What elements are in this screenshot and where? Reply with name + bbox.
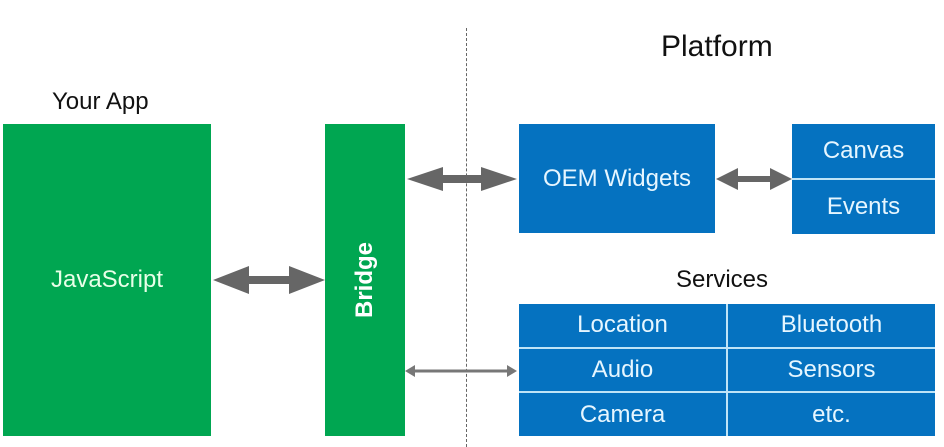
oem-widgets-label: OEM Widgets <box>542 164 692 192</box>
service-cell: Audio <box>519 348 726 392</box>
services-grid: Location Bluetooth Audio Sensors Camera … <box>519 304 935 436</box>
canvas-events-block: Canvas Events <box>792 124 935 234</box>
service-cell: Camera <box>519 393 726 436</box>
service-cell: Location <box>519 304 726 347</box>
js-bridge-arrow-icon <box>213 266 325 294</box>
canvas-label: Canvas <box>822 137 905 164</box>
boundary-divider <box>466 28 467 447</box>
javascript-block: JavaScript <box>3 124 211 436</box>
oem-widgets-block: OEM Widgets <box>519 124 715 233</box>
oem-canvas-arrow-icon <box>716 168 792 190</box>
bridge-oem-arrow-icon <box>407 167 517 191</box>
service-cell: etc. <box>728 393 935 436</box>
events-cell: Events <box>792 180 935 234</box>
service-cell: Bluetooth <box>728 304 935 347</box>
canvas-cell: Canvas <box>792 124 935 178</box>
services-label: Services <box>676 266 769 293</box>
bridge-block: Bridge <box>325 124 405 436</box>
service-cell: Sensors <box>728 348 935 392</box>
bridge-services-arrow-icon <box>405 365 517 377</box>
platform-label: Platform <box>661 30 773 63</box>
events-label: Events <box>826 193 901 220</box>
your-app-label: Your App <box>52 88 149 115</box>
javascript-label: JavaScript <box>50 266 164 293</box>
bridge-label: Bridge <box>350 241 378 319</box>
